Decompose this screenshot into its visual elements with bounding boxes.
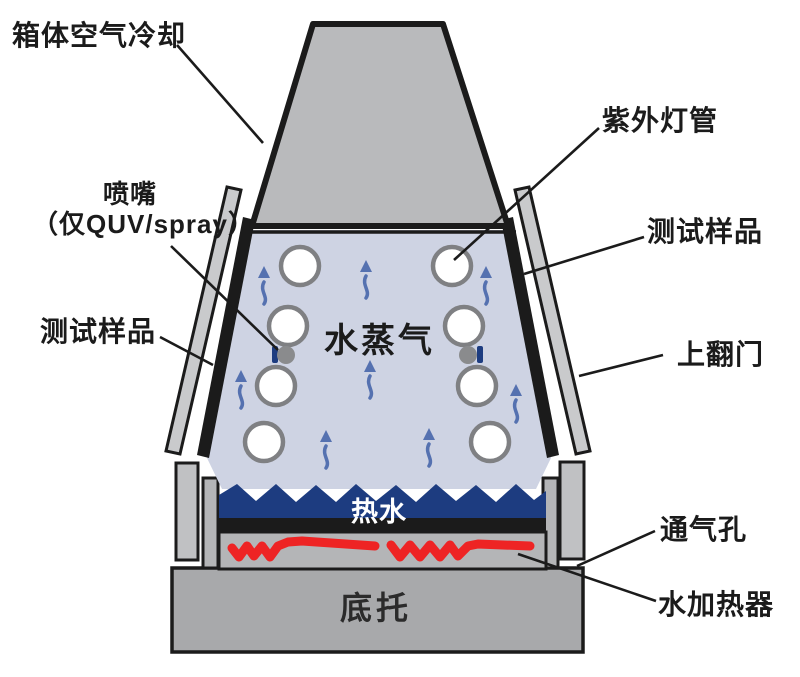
uv-lamp-circle <box>242 420 286 464</box>
pan-rim <box>219 516 546 533</box>
uv-lamp-circle <box>254 364 298 408</box>
label-nozzle-line1: 喷嘴 <box>102 179 157 209</box>
leader-test-sample-left <box>159 335 214 367</box>
label-vent-hole: 通气孔 <box>660 514 748 545</box>
uv-lamp-circle <box>468 420 512 464</box>
label-uv-lamp: 紫外灯管 <box>602 105 719 136</box>
left-door-panel <box>164 185 243 456</box>
label-nozzle-line2: （仅QUV/spray） <box>32 208 255 239</box>
uv-lamp-circle <box>278 244 322 288</box>
right-sample-panel <box>501 217 559 458</box>
label-flip-up-door: 上翻门 <box>677 339 765 370</box>
label-nozzle: 喷嘴 （仅QUV/spray） <box>32 179 255 240</box>
base-support-block <box>170 566 585 654</box>
uv-lamp-circle <box>442 304 486 348</box>
right-door-panel <box>513 185 592 456</box>
heater-element-right <box>386 539 535 562</box>
label-base-support: 底托 <box>340 590 413 626</box>
leader-vent-hole <box>576 529 656 568</box>
right-nozzle <box>459 346 483 364</box>
label-chamber-air-cooling: 箱体空气冷却 <box>12 20 187 51</box>
left-sample-panel <box>197 217 255 458</box>
uv-lamp-circle <box>455 364 499 408</box>
right-outer-leg <box>558 460 586 561</box>
leader-chamber-air-cooling <box>176 44 264 144</box>
leader-nozzle <box>170 245 279 351</box>
leader-lines <box>159 44 664 603</box>
label-hot-water: 热水 <box>351 497 407 527</box>
leader-water-heater <box>517 552 657 603</box>
uv-lamp-circle <box>266 304 310 348</box>
hot-water-pool <box>219 484 546 518</box>
chamber-hood <box>249 21 511 229</box>
leader-flip-up-door <box>578 353 664 378</box>
leader-uv-lamp <box>453 127 600 261</box>
label-test-sample-right: 测试样品 <box>647 216 764 247</box>
chamber-interior <box>207 230 551 489</box>
uv-lamp-circle <box>430 244 474 288</box>
left-inner-leg <box>201 476 220 570</box>
label-water-vapor: 水蒸气 <box>324 322 435 360</box>
uv-lamp-array <box>242 244 512 464</box>
label-test-sample-left: 测试样品 <box>40 316 157 347</box>
heater-element-left <box>227 536 380 562</box>
leader-test-sample-right <box>523 235 645 276</box>
label-water-heater: 水加热器 <box>658 589 775 620</box>
left-outer-leg <box>174 461 200 562</box>
